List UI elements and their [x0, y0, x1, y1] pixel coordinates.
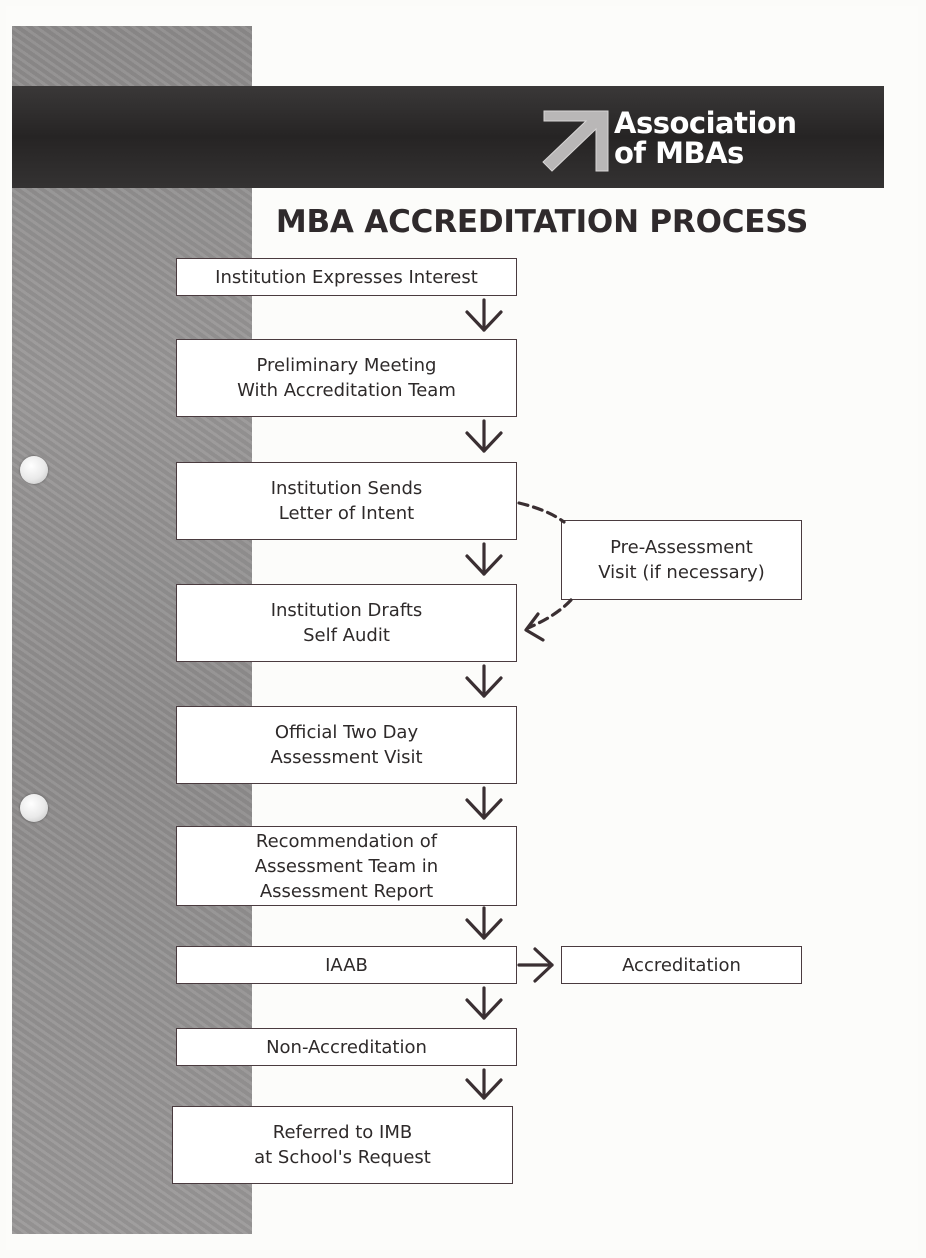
arrow-down-3	[465, 542, 503, 576]
pre-assessment-visit-box: Pre-Assessment Visit (if necessary)	[561, 520, 802, 600]
logo-arrow-icon	[542, 110, 609, 172]
arrow-down-2	[465, 419, 503, 453]
binder-hole-top	[20, 456, 48, 484]
dashed-link-to-pre-assessment	[517, 501, 566, 524]
step-expresses-interest: Institution Expresses Interest	[176, 258, 517, 296]
arrow-down-8	[465, 1068, 503, 1100]
binder-hole-bottom	[20, 794, 48, 822]
step-letter-of-intent: Institution Sends Letter of Intent	[176, 462, 517, 540]
step-assessment-visit: Official Two Day Assessment Visit	[176, 706, 517, 784]
logo-line-2: of MBAs	[614, 136, 744, 170]
step-referred-to-imb: Referred to IMB at School's Request	[172, 1106, 513, 1184]
dashed-arrow-to-self-audit	[524, 598, 573, 642]
step-self-audit: Institution Drafts Self Audit	[176, 584, 517, 662]
accreditation-box: Accreditation	[561, 946, 802, 984]
arrow-down-5	[465, 786, 503, 820]
step-non-accreditation: Non-Accreditation	[176, 1028, 517, 1066]
logo-line-1: Association	[614, 106, 797, 140]
page-title: MBA ACCREDITATION PROCESS	[275, 204, 809, 240]
arrow-right-accreditation	[517, 947, 554, 983]
logo-wordmark: Association of MBAs	[614, 106, 797, 170]
arrow-down-1	[465, 298, 503, 332]
header-banner	[12, 86, 884, 188]
step-iaab: IAAB	[176, 946, 517, 984]
arrow-down-7	[465, 986, 503, 1020]
step-assessment-report: Recommendation of Assessment Team in Ass…	[176, 826, 517, 906]
step-preliminary-meeting: Preliminary Meeting With Accreditation T…	[176, 339, 517, 417]
arrow-down-4	[465, 664, 503, 698]
arrow-down-6	[465, 906, 503, 940]
